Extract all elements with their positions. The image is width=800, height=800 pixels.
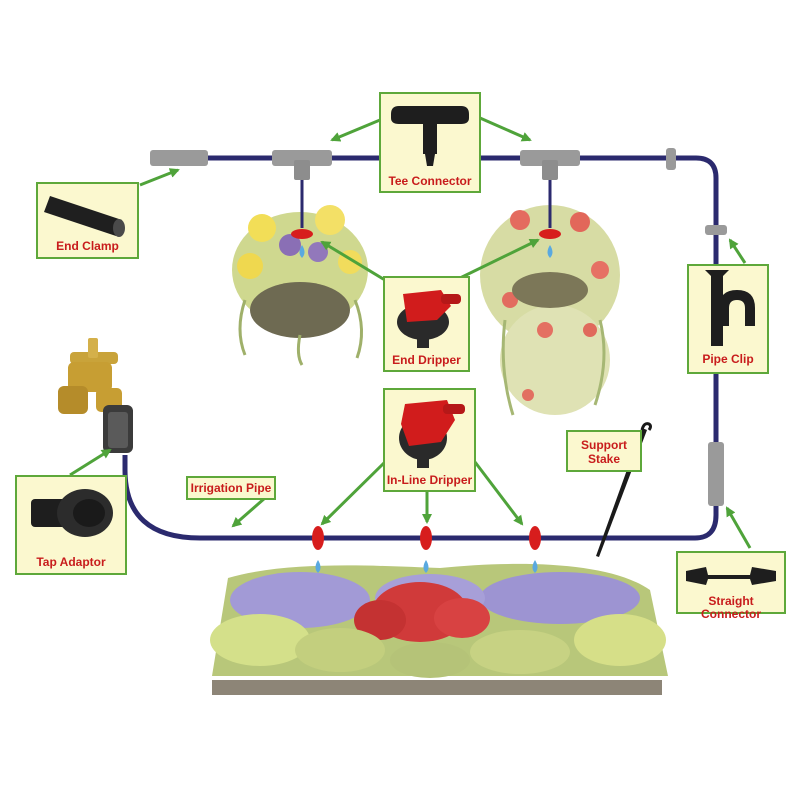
end-clamp-label: End Clamp	[56, 239, 119, 253]
callout-arrows	[69, 116, 752, 549]
end-clamp-fitting	[150, 150, 208, 166]
tap-adaptor-callout: Tap Adaptor	[15, 475, 127, 575]
irrigation-pipe-callout: Irrigation Pipe	[186, 476, 276, 500]
end-dripper-right	[539, 229, 561, 258]
support-stake-label-line2: Stake	[587, 452, 621, 466]
end-clamp-callout: End Clamp	[36, 182, 139, 259]
pipe-clip-label: Pipe Clip	[702, 352, 754, 366]
pipe-clip-fitting-side	[705, 225, 727, 235]
tee-fitting-left	[272, 150, 332, 180]
end-clamp-icon	[44, 196, 125, 237]
end-dripper-icon	[397, 290, 461, 348]
end-dripper-callout: End Dripper	[383, 276, 470, 372]
in-line-dripper-1	[312, 526, 324, 573]
flower-bed-icon	[210, 563, 668, 695]
tap-adaptor-label: Tap Adaptor	[36, 555, 106, 569]
brass-tap-icon	[58, 338, 133, 453]
in-line-dripper-2	[420, 526, 432, 573]
red-flower-basket-icon	[480, 205, 620, 416]
in-line-dripper-label: In-Line Dripper	[386, 473, 473, 487]
support-stake-label-line1: Support	[581, 438, 627, 452]
pipe-clip-fitting-top	[666, 148, 676, 170]
end-dripper-left	[291, 229, 313, 258]
tee-connector-icon	[391, 106, 469, 166]
straight-connector-icon	[686, 567, 776, 585]
end-dripper-label: End Dripper	[392, 353, 461, 367]
in-line-dripper-callout: In-Line Dripper	[383, 388, 476, 492]
tee-fitting-right	[520, 150, 580, 180]
tee-connector-callout: Tee Connector	[379, 92, 481, 193]
irrigation-pipe-label: Irrigation Pipe	[190, 481, 272, 495]
tee-connector-label: Tee Connector	[388, 174, 472, 188]
straight-connector-label: Straight Connector	[701, 594, 761, 621]
yellow-flower-basket-icon	[232, 205, 368, 366]
pipe-clip-icon	[705, 270, 755, 346]
tap-adaptor-icon	[31, 489, 113, 537]
in-line-dripper-icon	[399, 400, 465, 468]
support-stake-callout: Support Stake	[566, 430, 642, 472]
straight-connector-callout: Straight Connector	[676, 551, 786, 621]
straight-connector-fitting	[708, 442, 724, 506]
pipe-clip-callout: Pipe Clip	[687, 264, 769, 374]
in-line-dripper-3	[529, 526, 541, 573]
